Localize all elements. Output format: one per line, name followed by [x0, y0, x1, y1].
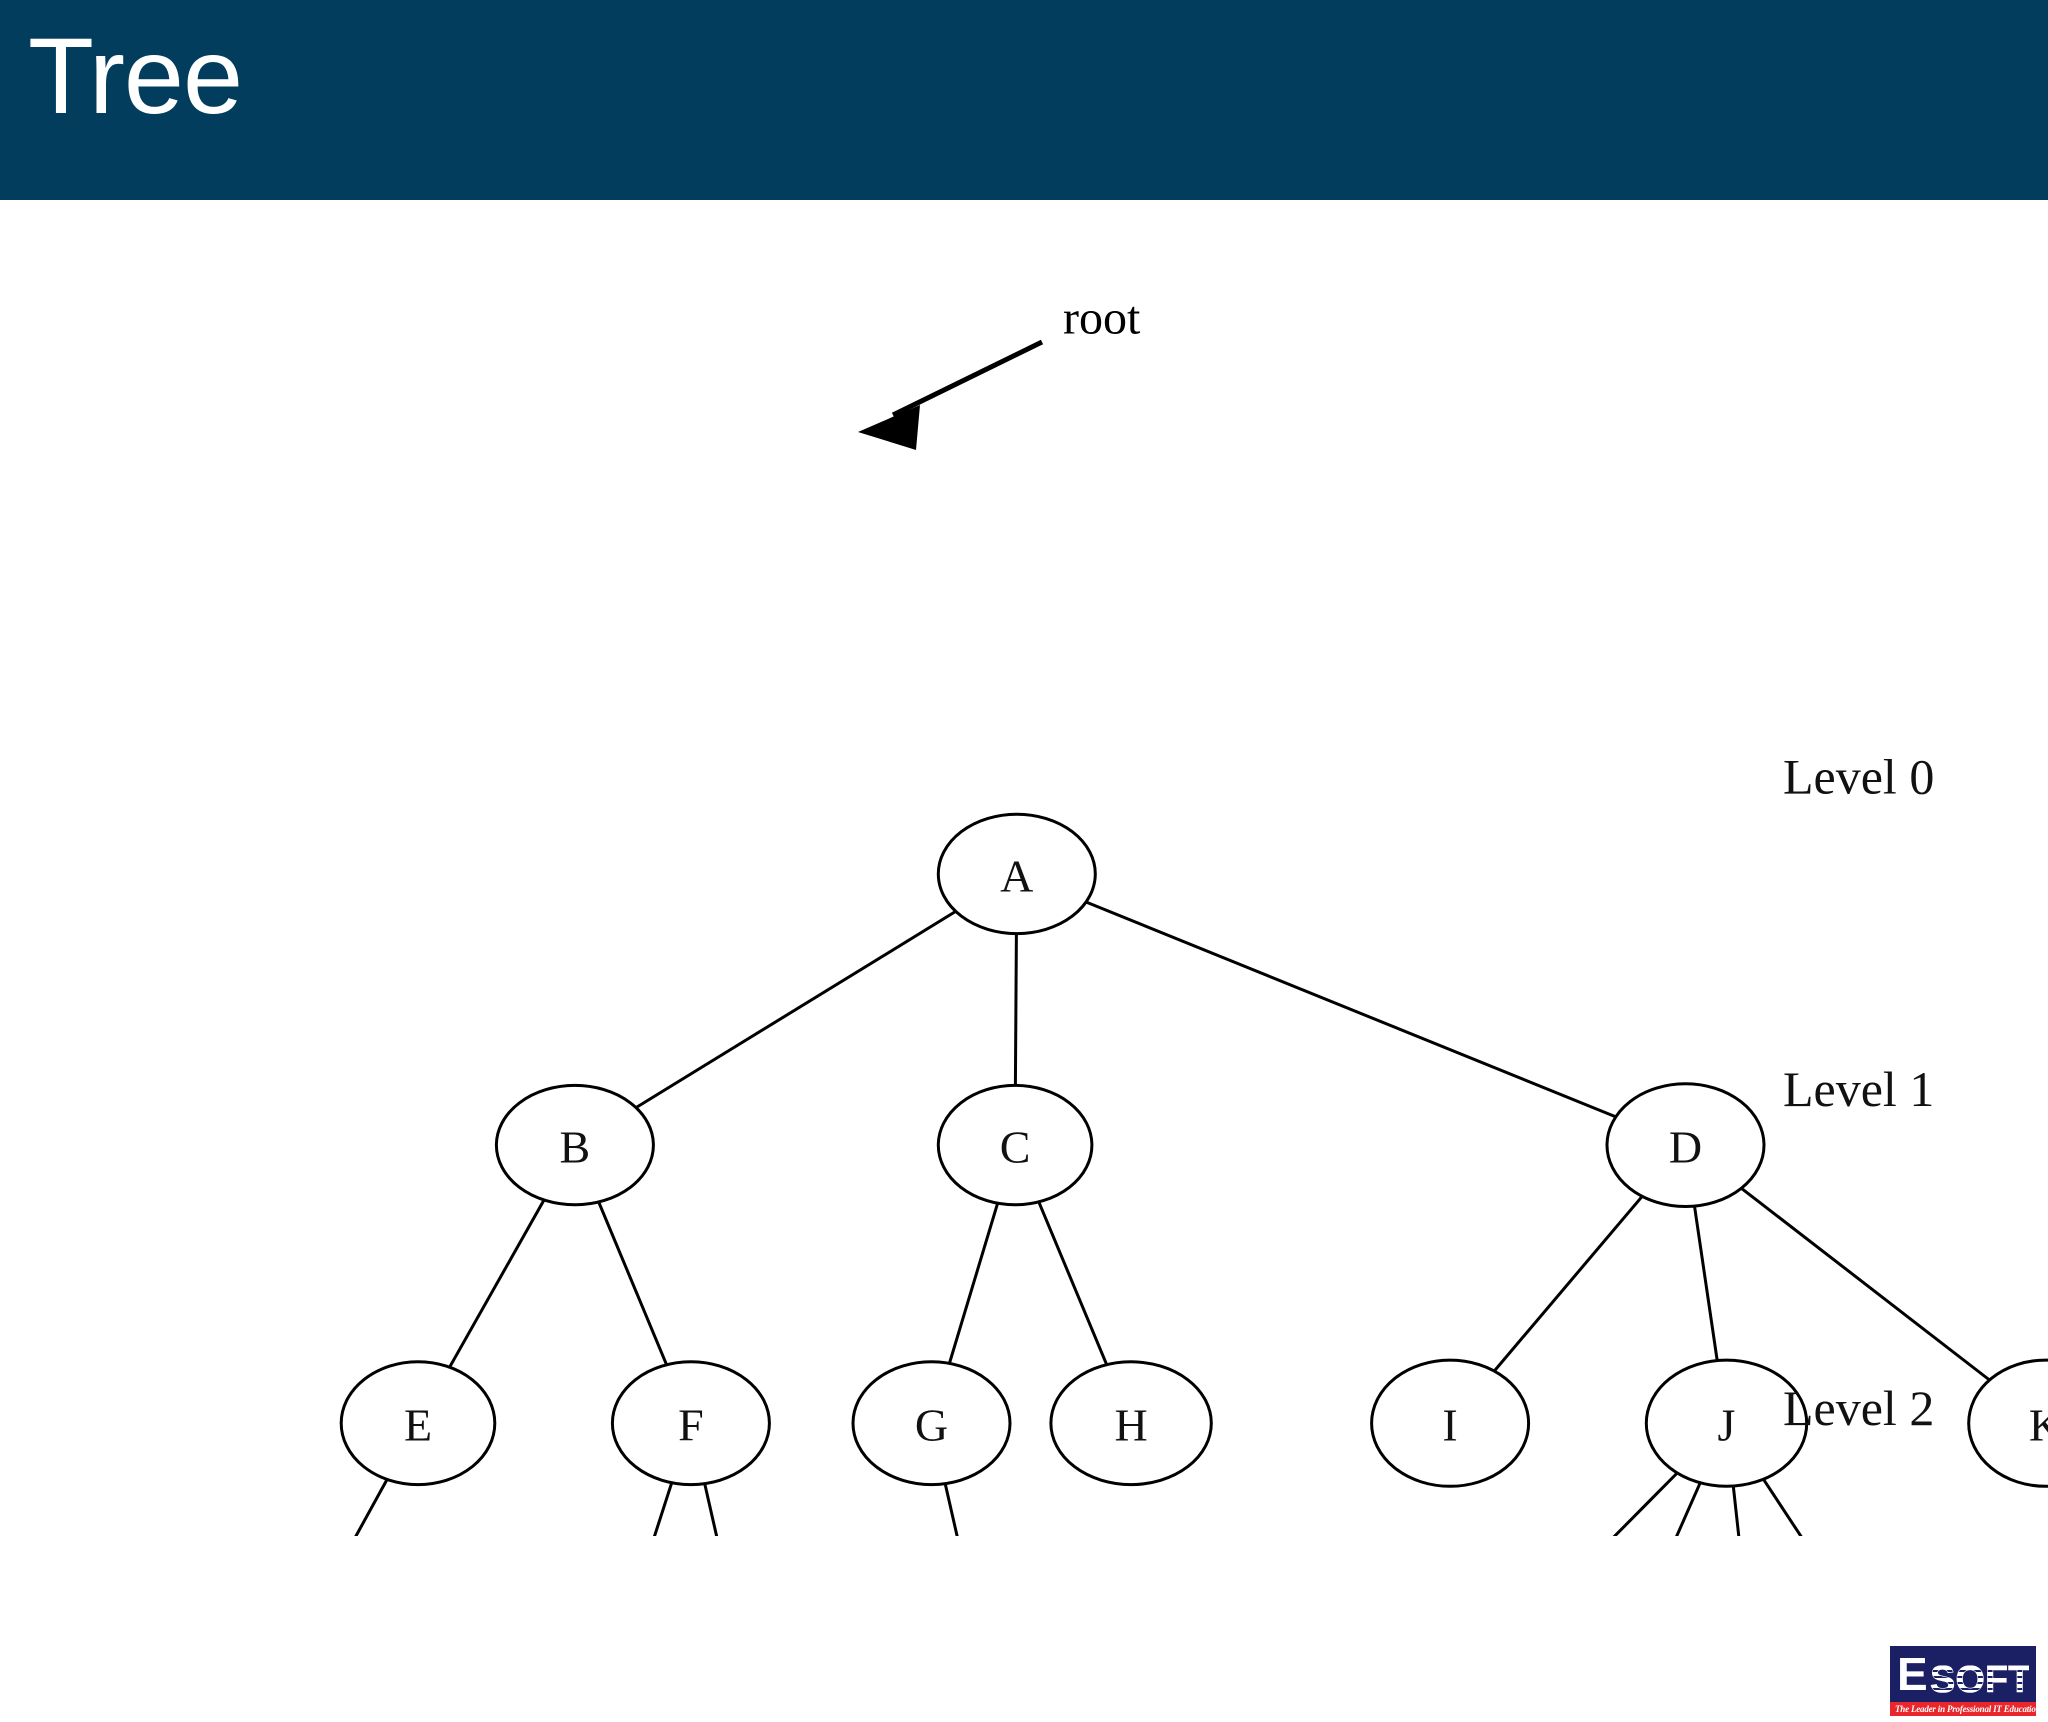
- node-shape: [936, 812, 1097, 936]
- tree-edge: [1731, 1485, 1741, 1536]
- logo-letter-e: E: [1897, 1648, 1928, 1698]
- tree-edge: [1085, 900, 1617, 1119]
- tree-edge: [1762, 1478, 1803, 1536]
- node-label: A: [1000, 850, 1033, 901]
- level-label-0: Level 0: [1783, 749, 1934, 805]
- tree-edges-group: [354, 900, 1991, 1536]
- logo-panel: E SOFT: [1890, 1646, 2036, 1702]
- tree-edge: [1037, 1201, 1109, 1366]
- node-shape: [1605, 1082, 1766, 1208]
- tree-node-d[interactable]: D: [1605, 1082, 1766, 1208]
- root-pointer-group: root: [858, 292, 1141, 450]
- tree-node-i[interactable]: I: [1370, 1358, 1531, 1488]
- node-shape: [1967, 1358, 2048, 1488]
- slide-header-bar: Tree: [0, 0, 2048, 200]
- tree-node-g[interactable]: G: [851, 1360, 1012, 1487]
- tree-edge: [1675, 1482, 1702, 1536]
- logo-letters-soft: SOFT: [1930, 1659, 2029, 1698]
- node-label: D: [1669, 1122, 1702, 1173]
- node-label: J: [1718, 1400, 1736, 1451]
- tree-node-e[interactable]: E: [339, 1360, 497, 1487]
- tree-edge: [947, 1202, 1000, 1364]
- tree-nodes-group: ABCDEFGHIJKLMNOPQRS: [339, 812, 2048, 1488]
- node-label: K: [2029, 1400, 2048, 1451]
- logo-tagline-text: The Leader in Professional IT Education: [1895, 1704, 2036, 1714]
- node-shape: [610, 1360, 771, 1487]
- tree-edge: [448, 1199, 546, 1368]
- tree-node-a[interactable]: A: [936, 812, 1097, 936]
- tree-edge: [1013, 933, 1018, 1086]
- esoft-logo: E SOFT The Leader in Professional IT Edu…: [1890, 1646, 2036, 1722]
- tree-edge: [635, 910, 957, 1109]
- logo-tagline-bar: The Leader in Professional IT Education: [1890, 1702, 2036, 1716]
- node-label: C: [1000, 1122, 1031, 1173]
- tree-edge: [1740, 1187, 1991, 1382]
- node-shape: [851, 1360, 1012, 1487]
- tree-edge: [652, 1482, 674, 1536]
- root-annotation-label: root: [1063, 292, 1141, 345]
- tree-edge: [1693, 1205, 1719, 1361]
- logo-wordmark: E SOFT: [1897, 1648, 2029, 1698]
- node-label: G: [915, 1400, 948, 1451]
- tree-node-h[interactable]: H: [1049, 1360, 1213, 1487]
- tree-node-c[interactable]: C: [936, 1083, 1094, 1207]
- level-label-1: Level 1: [1783, 1061, 1934, 1117]
- tree-node-f[interactable]: F: [610, 1360, 771, 1487]
- node-label: F: [678, 1400, 704, 1451]
- root-arrow-line: [891, 339, 1044, 418]
- tree-node-b[interactable]: B: [494, 1083, 655, 1207]
- tree-edge: [1493, 1195, 1644, 1372]
- node-label: E: [404, 1400, 432, 1451]
- tree-edge: [1612, 1471, 1679, 1536]
- node-label: H: [1114, 1400, 1147, 1451]
- node-shape: [339, 1360, 497, 1487]
- tree-edge: [703, 1483, 719, 1536]
- node-shape: [1370, 1358, 1531, 1488]
- page-title: Tree: [28, 15, 243, 136]
- node-shape: [936, 1083, 1094, 1207]
- tree-node-k[interactable]: K: [1967, 1358, 2048, 1488]
- tree-edge: [354, 1478, 389, 1536]
- tree-edge: [943, 1483, 959, 1536]
- root-arrow-head: [858, 405, 920, 450]
- tree-edge: [597, 1201, 668, 1366]
- node-shape: [1049, 1360, 1213, 1487]
- node-label: B: [560, 1122, 591, 1173]
- node-label: I: [1442, 1400, 1457, 1451]
- level-label-2: Level 2: [1783, 1380, 1934, 1436]
- node-shape: [494, 1083, 655, 1207]
- node-shape: [1644, 1358, 1809, 1488]
- tree-node-j[interactable]: J: [1644, 1358, 1809, 1488]
